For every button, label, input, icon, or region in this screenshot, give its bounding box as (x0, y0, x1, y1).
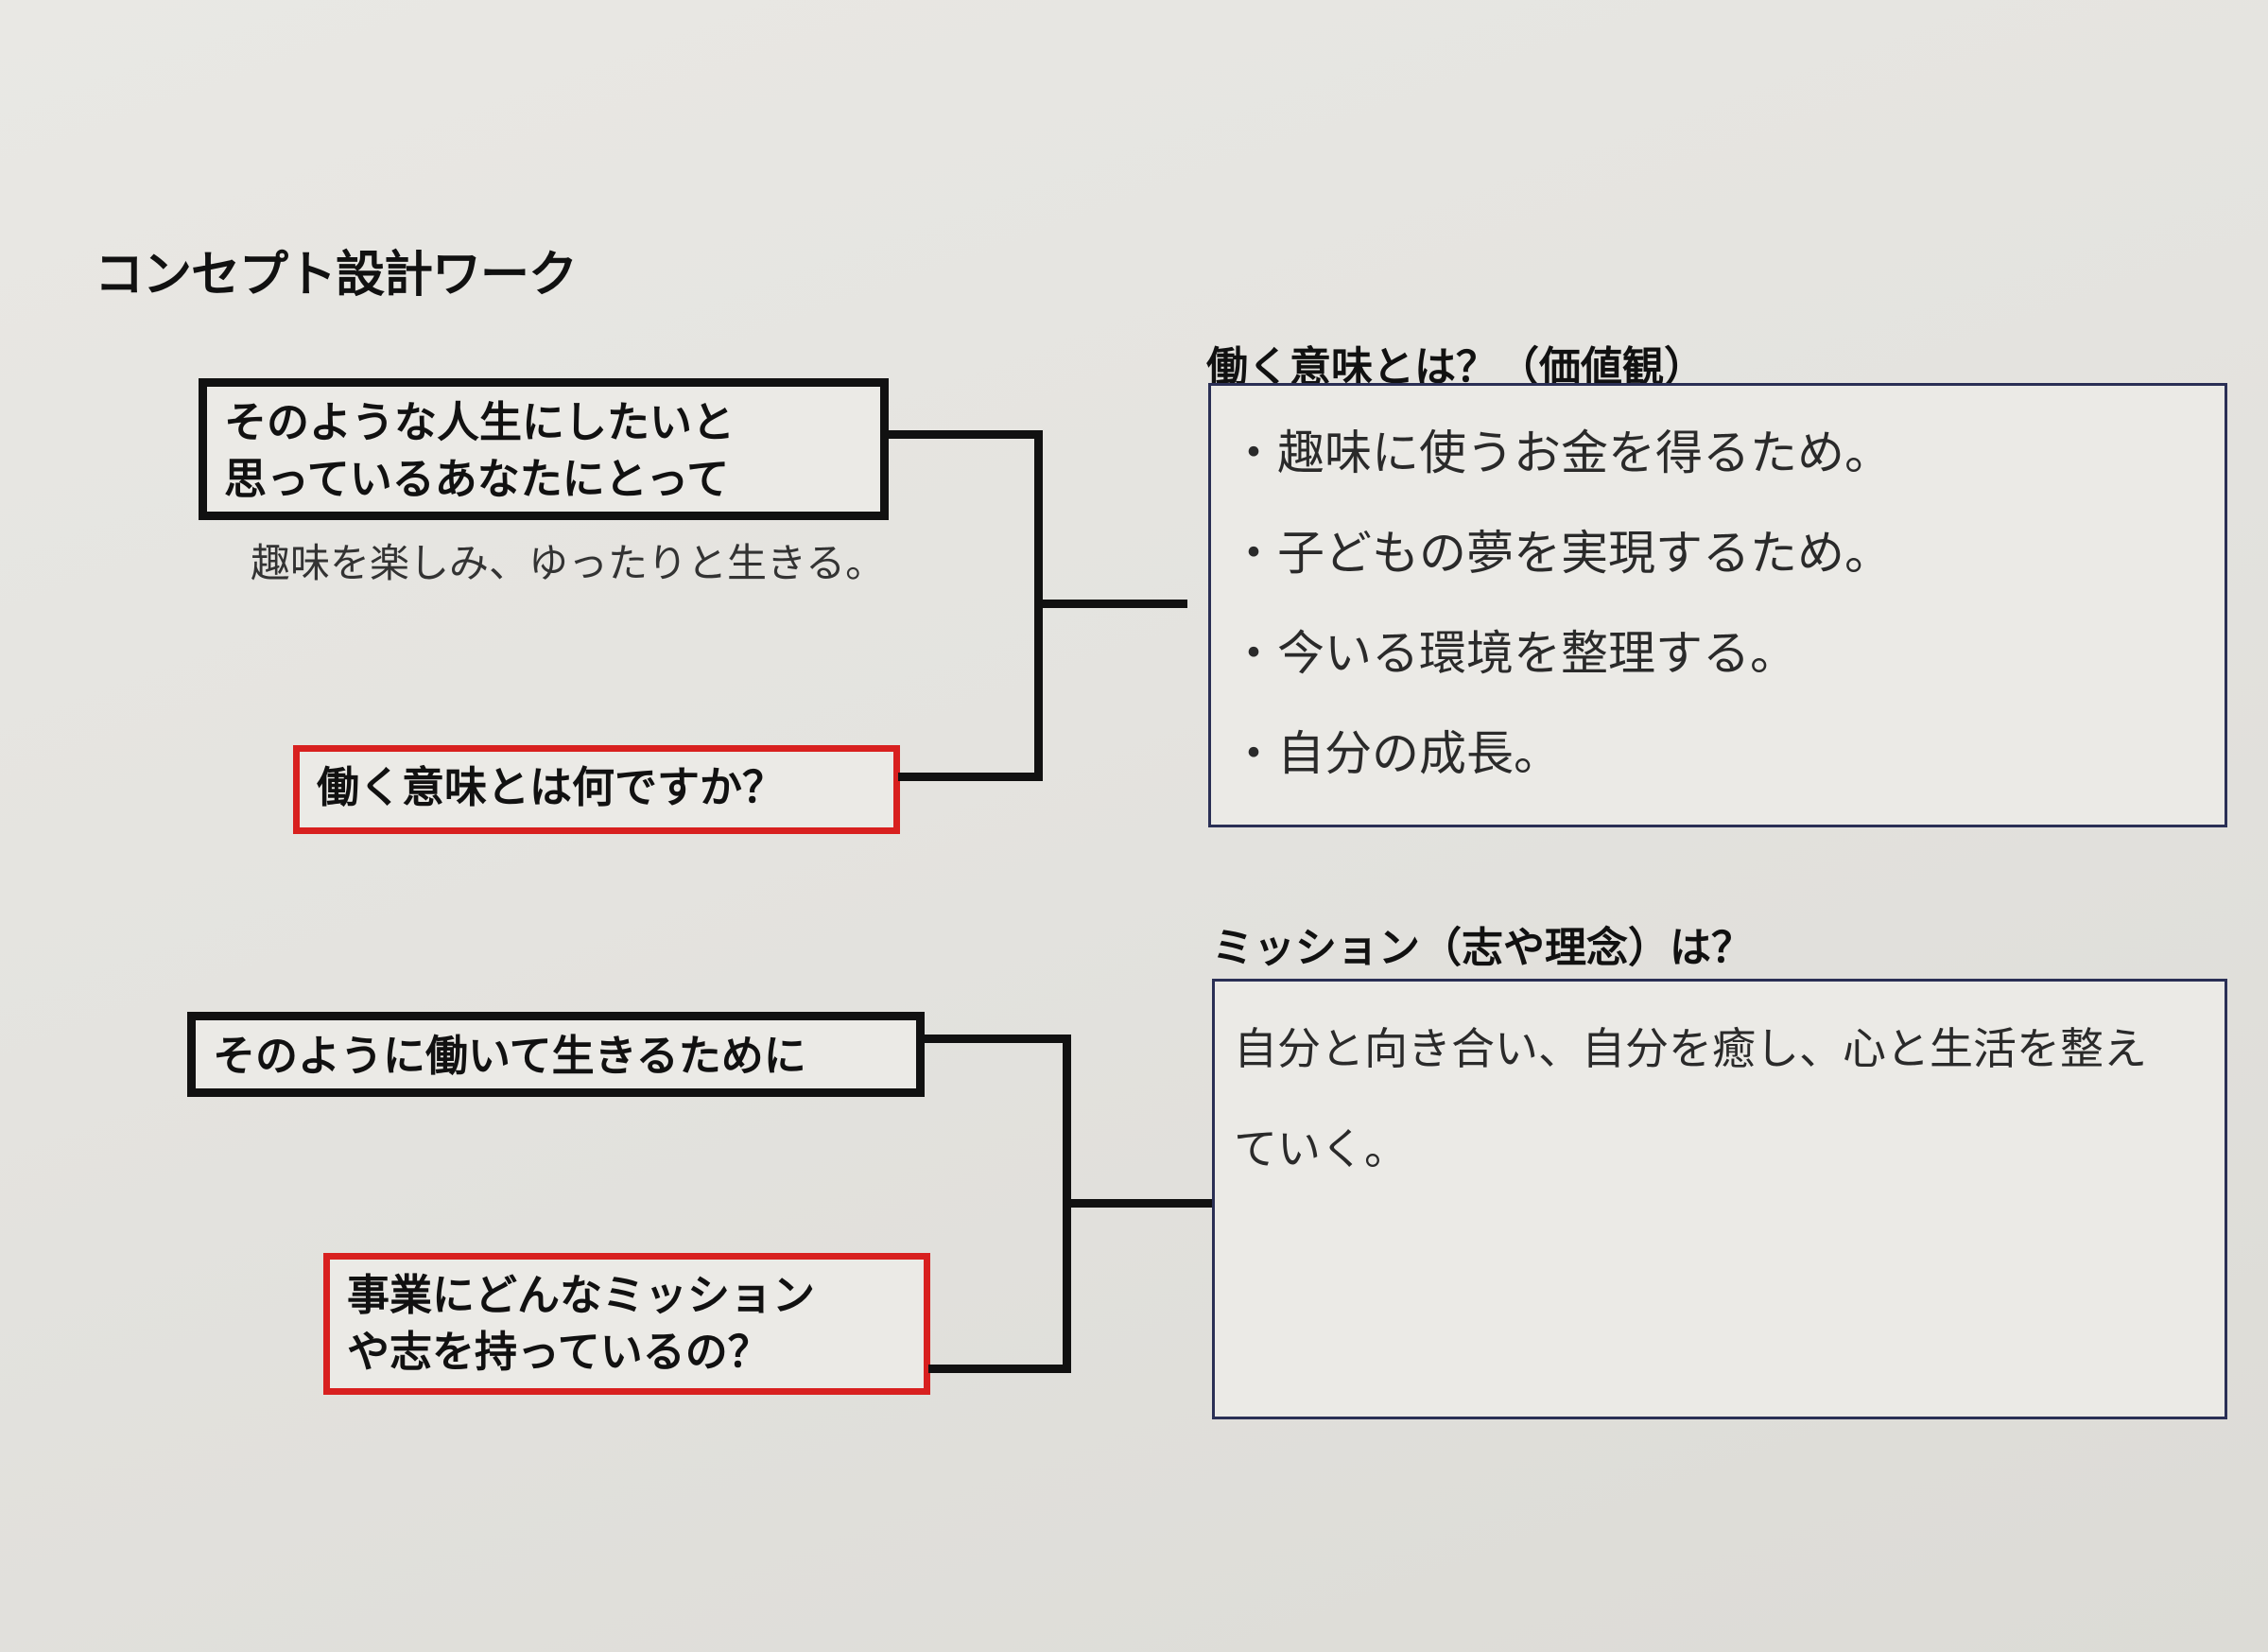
connector-line (887, 430, 1043, 439)
mission-answer-label: ミッション（志や理念）は？ (1212, 924, 1753, 972)
work-life-prompt-line: そのように働いて生きるために (213, 1031, 806, 1081)
mission-question-line-1: 事業にどんなミッション (347, 1270, 816, 1320)
worksheet-title: コンセプト設計ワーク (95, 247, 578, 304)
mission-question-line-2: や志を持っているの？ (347, 1327, 770, 1377)
work-meaning-question: 働く意味とは何ですか？ (317, 762, 786, 812)
values-answer-2: ・子どもの夢を実現するため。 (1230, 526, 1892, 581)
life-prompt-answer: 趣味を楽しみ、ゆったりと生きる。 (251, 540, 886, 586)
values-answer-1: ・趣味に使うお金を得るため。 (1230, 426, 1892, 480)
connector-line (898, 773, 1043, 781)
values-answer-4: ・自分の成長。 (1230, 726, 1561, 781)
mission-answer-box: 自分と向き合い、自分を癒し、心と生活を整え ていく。 (1212, 979, 2227, 1419)
mission-question-box: 事業にどんなミッション や志を持っているの？ (323, 1253, 930, 1395)
connector-line (1063, 1199, 1212, 1208)
mission-answer-line-1: 自分と向き合い、自分を癒し、心と生活を整え (1234, 1023, 2147, 1074)
work-meaning-question-box: 働く意味とは何ですか？ (293, 745, 900, 834)
connector-line (923, 1035, 1071, 1043)
life-prompt-box: そのような人生にしたいと 思っているあなたにとって (199, 378, 889, 520)
life-prompt-line-1: そのような人生にしたいと (224, 397, 736, 447)
connector-line (928, 1365, 1071, 1373)
values-answer-box: ・趣味に使うお金を得るため。 ・子どもの夢を実現するため。 ・今いる環境を整理す… (1208, 383, 2227, 827)
values-answer-3: ・今いる環境を整理する。 (1230, 626, 1797, 681)
work-life-prompt-box: そのように働いて生きるために (187, 1012, 925, 1097)
life-prompt-line-2: 思っているあなたにとって (224, 454, 730, 504)
mission-answer-line-2: ていく。 (1234, 1123, 1408, 1174)
connector-line (1034, 600, 1187, 608)
